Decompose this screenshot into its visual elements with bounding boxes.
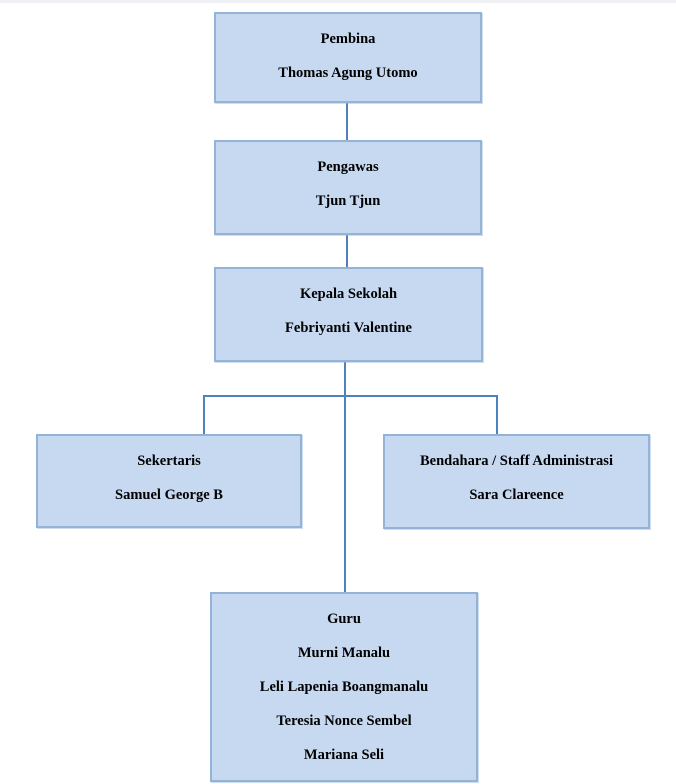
- org-node-guru[interactable]: Guru Murni Manalu Leli Lapenia Boangmana…: [210, 592, 478, 782]
- node-title: Sekertaris: [137, 452, 201, 469]
- org-node-kepala-sekolah[interactable]: Kepala Sekolah Febriyanti Valentine: [214, 267, 483, 362]
- node-member: Sara Clareence: [469, 486, 564, 503]
- page-top-edge: [0, 0, 676, 3]
- connector-pembina-pengawas: [346, 103, 348, 140]
- node-title: Pengawas: [317, 158, 379, 175]
- org-node-pengawas[interactable]: Pengawas Tjun Tjun: [214, 140, 482, 235]
- node-title: Bendahara / Staff Administrasi: [420, 452, 613, 469]
- node-member: Febriyanti Valentine: [285, 319, 412, 336]
- node-member: Samuel George B: [115, 486, 223, 503]
- node-title: Guru: [327, 610, 361, 627]
- node-member: Mariana Seli: [303, 746, 385, 763]
- org-node-bendahara[interactable]: Bendahara / Staff Administrasi Sara Clar…: [383, 434, 650, 529]
- node-member: Leli Lapenia Boangmanalu: [259, 678, 429, 695]
- connector-branch-sekertaris: [203, 395, 205, 434]
- org-node-sekertaris[interactable]: Sekertaris Samuel George B: [36, 434, 302, 528]
- node-member: Murni Manalu: [297, 644, 391, 661]
- node-title: Kepala Sekolah: [299, 285, 398, 302]
- connector-kepala-guru-trunk: [344, 362, 346, 592]
- org-node-pembina[interactable]: Pembina Thomas Agung Utomo: [214, 12, 482, 103]
- node-member: Teresia Nonce Sembel: [276, 712, 412, 729]
- connector-branch-horizontal: [203, 395, 498, 397]
- connector-pengawas-kepala: [346, 235, 348, 267]
- node-member: Tjun Tjun: [315, 192, 381, 209]
- node-title: Pembina: [320, 30, 376, 47]
- node-member: Thomas Agung Utomo: [278, 64, 418, 81]
- connector-branch-bendahara: [496, 395, 498, 434]
